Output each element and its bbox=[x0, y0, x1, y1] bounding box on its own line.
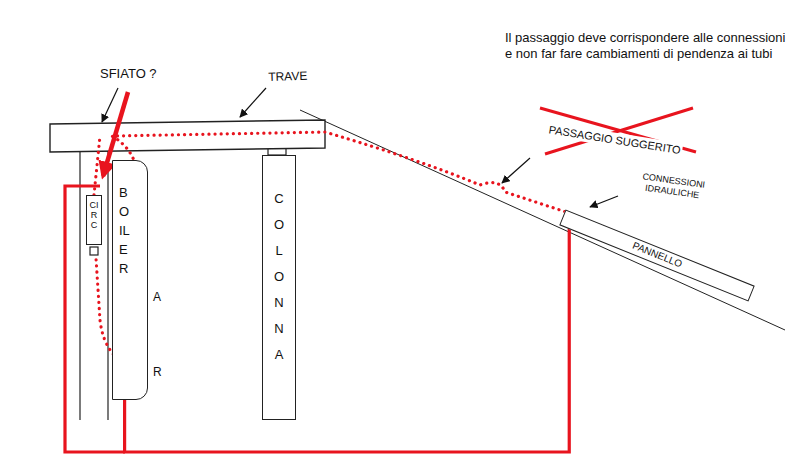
circulator-box: CIRC bbox=[86, 195, 102, 245]
note: Il passaggio deve corrispondere alle con… bbox=[505, 30, 790, 62]
column: COLONNA bbox=[262, 155, 296, 420]
beam-label: TRAVE bbox=[268, 69, 308, 85]
vent-label: SFIATO ? bbox=[100, 66, 157, 82]
node-label: CIRC bbox=[90, 200, 99, 230]
connection-label: CONNESSIONI IDRAULICHE bbox=[617, 168, 729, 205]
node-label: PANNELLO bbox=[561, 211, 753, 298]
post-line bbox=[79, 150, 80, 420]
node-label: COLONNA bbox=[273, 186, 286, 368]
dotted-passage bbox=[112, 132, 566, 298]
solar-panel: PANNELLO bbox=[559, 209, 755, 301]
port-label: R bbox=[153, 365, 162, 380]
node-label: BOILER bbox=[119, 183, 132, 278]
boiler-tank: BOILER bbox=[112, 160, 148, 400]
leader-line bbox=[590, 196, 618, 207]
beam bbox=[50, 120, 325, 152]
crossed-label: PASSAGGIO SUGGERITO bbox=[546, 122, 684, 157]
pipe-connector bbox=[125, 212, 570, 452]
circulator-foot bbox=[90, 247, 98, 255]
leader-line bbox=[502, 158, 530, 183]
leader-line bbox=[102, 88, 118, 122]
post-line bbox=[107, 150, 108, 420]
port-label: A bbox=[153, 290, 161, 305]
roof-line bbox=[300, 110, 785, 330]
leader-line bbox=[240, 88, 266, 117]
